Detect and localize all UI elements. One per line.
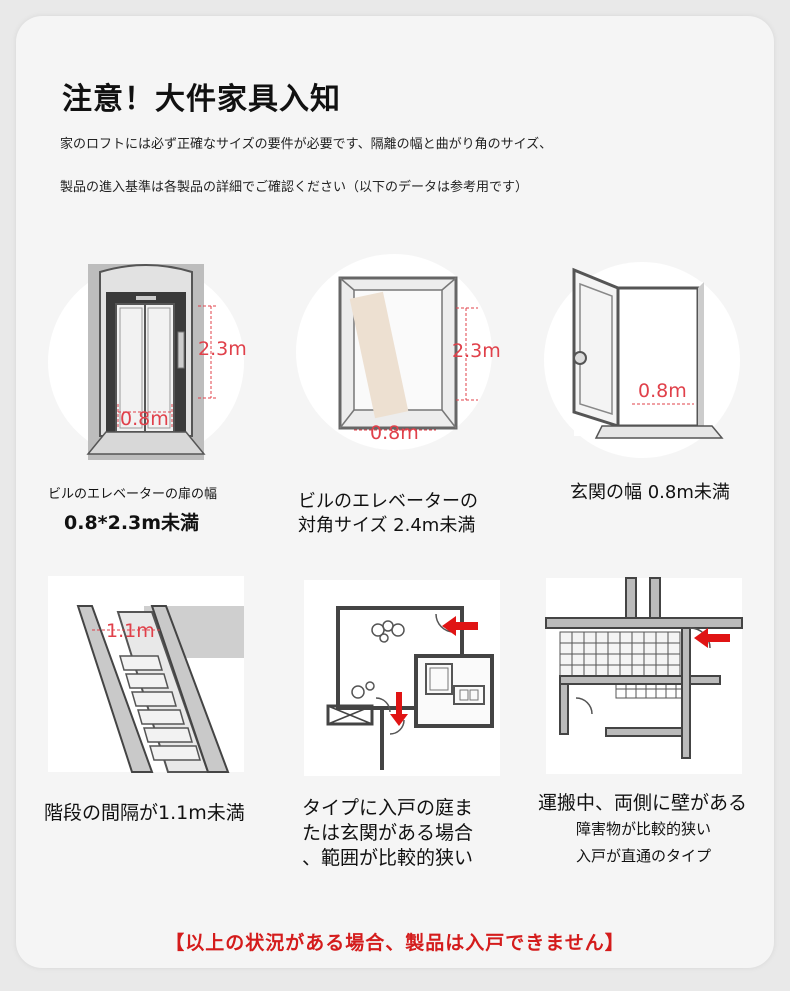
- caption-line-2: 障害物が比較的狭い: [576, 820, 712, 838]
- intro-line-2: 製品の進入基準は各製品の詳細でご確認ください（以下のデータは参考用です）: [60, 180, 529, 195]
- caption-line-3: 、範囲が比較的狭い: [302, 847, 474, 869]
- staircase-icon: 1.1m: [48, 576, 244, 773]
- warning-banner: 【以上の状況がある場合、製品は入戸できません】: [165, 932, 625, 954]
- width-label: 0.8m: [370, 422, 419, 444]
- elevator-interior-icon: 2.3m 0.8m: [296, 254, 501, 450]
- caption-line-1: 玄関の幅 0.8m未満: [570, 482, 730, 503]
- height-label: 2.3m: [452, 340, 501, 362]
- caption-line-1: ビルのエレベーターの: [298, 491, 478, 512]
- height-label: 2.3m: [198, 338, 247, 360]
- notice-card: [16, 16, 774, 968]
- elevator-door-icon: 2.3m 0.8m: [48, 264, 247, 460]
- courtyard-floorplan-icon: [304, 580, 500, 776]
- width-label: 0.8m: [120, 408, 169, 430]
- page-title: 注意！大件家具入知: [62, 82, 341, 117]
- caption-line-1: 階段の間隔が1.1m未満: [44, 802, 245, 824]
- caption-line-3: 入戸が直通のタイプ: [576, 847, 712, 865]
- width-label: 0.8m: [638, 380, 687, 402]
- width-label: 1.1m: [106, 620, 155, 642]
- caption-line-1: ビルのエレベーターの扉の幅: [48, 487, 218, 502]
- caption-line-1: タイプに入戸の庭ま: [302, 797, 474, 819]
- entrance-door-icon: 0.8m: [544, 262, 740, 458]
- caption-line-2: 0.8*2.3m未満: [64, 512, 200, 534]
- caption-line-2: 対角サイズ 2.4m未満: [298, 515, 476, 536]
- corridor-floorplan-icon: [545, 577, 743, 774]
- caption-line-1: 運搬中、両側に壁がある: [538, 792, 748, 814]
- caption-line-2: たは玄関がある場合: [302, 822, 474, 844]
- intro-line-1: 家のロフトには必ず正確なサイズの要件が必要です、隔離の幅と曲がり角のサイズ、: [60, 137, 553, 152]
